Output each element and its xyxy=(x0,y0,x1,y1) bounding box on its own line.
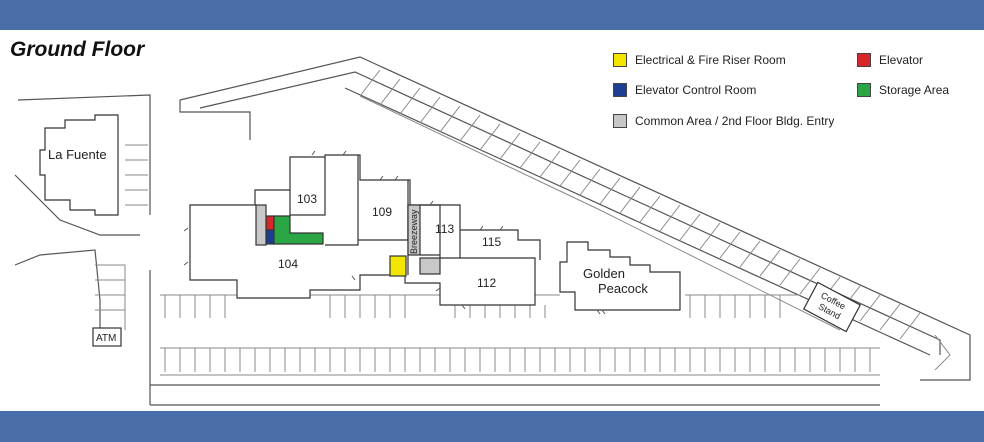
stair-common xyxy=(255,204,267,246)
west-lot-outline xyxy=(14,94,880,406)
legend-label-electrical: Electrical & Fire Riser Room xyxy=(635,53,786,67)
atm-box xyxy=(92,327,122,347)
bottom-banner xyxy=(0,411,984,442)
unit-112: 112 xyxy=(477,276,496,290)
elevator-control-room xyxy=(265,229,275,245)
legend-swatch-storage xyxy=(857,83,871,97)
door-marks xyxy=(183,150,606,315)
legend-label-elevator: Elevator xyxy=(879,53,924,67)
legend-swatch-elevator xyxy=(857,53,871,67)
golden-peacock-building xyxy=(559,241,681,311)
west-parking-stalls xyxy=(95,144,148,330)
peacock-label: Peacock xyxy=(598,281,648,296)
legend-electrical: Electrical & Fire Riser Room xyxy=(613,53,786,67)
legend-swatch-electrical xyxy=(613,53,627,67)
top-banner xyxy=(0,0,984,30)
unit-113: 113 xyxy=(435,222,454,236)
south-parking-stalls xyxy=(160,294,951,376)
legend-common: Common Area / 2nd Floor Bldg. Entry xyxy=(613,114,834,128)
legend-label-storage: Storage Area xyxy=(879,83,950,97)
property-outline xyxy=(179,56,971,381)
site-plan: 103 104 109 113 115 112 La Fuente Golden… xyxy=(14,56,971,406)
storage-area xyxy=(273,215,324,245)
diagonal-parking xyxy=(359,69,921,340)
atm-label: ATM xyxy=(96,333,116,344)
golden-label: Golden xyxy=(583,266,625,281)
breezeway-common xyxy=(407,204,421,256)
legend-label-elevator-control: Elevator Control Room xyxy=(635,83,757,97)
unit-115: 115 xyxy=(482,235,501,249)
coffee-stand xyxy=(802,281,862,333)
stair-east xyxy=(419,257,441,275)
legend-storage: Storage Area xyxy=(857,83,949,97)
legend-label-common: Common Area / 2nd Floor Bldg. Entry xyxy=(635,114,835,128)
main-building xyxy=(189,154,536,306)
legend-swatch-elevator-control xyxy=(613,83,627,97)
electrical-room xyxy=(389,255,407,277)
floor-title: Ground Floor xyxy=(10,38,145,61)
unit-109: 109 xyxy=(372,205,392,219)
unit-104: 104 xyxy=(278,257,298,271)
la-fuente-building xyxy=(39,114,119,216)
breezeway-label: Breezeway xyxy=(409,209,419,254)
legend-elevator-control: Elevator Control Room xyxy=(613,83,756,97)
elevator-room xyxy=(265,215,275,231)
legend-elevator: Elevator xyxy=(857,53,923,67)
legend-swatch-common xyxy=(613,114,627,128)
unit-103: 103 xyxy=(297,192,317,206)
la-fuente-label: La Fuente xyxy=(48,147,107,162)
